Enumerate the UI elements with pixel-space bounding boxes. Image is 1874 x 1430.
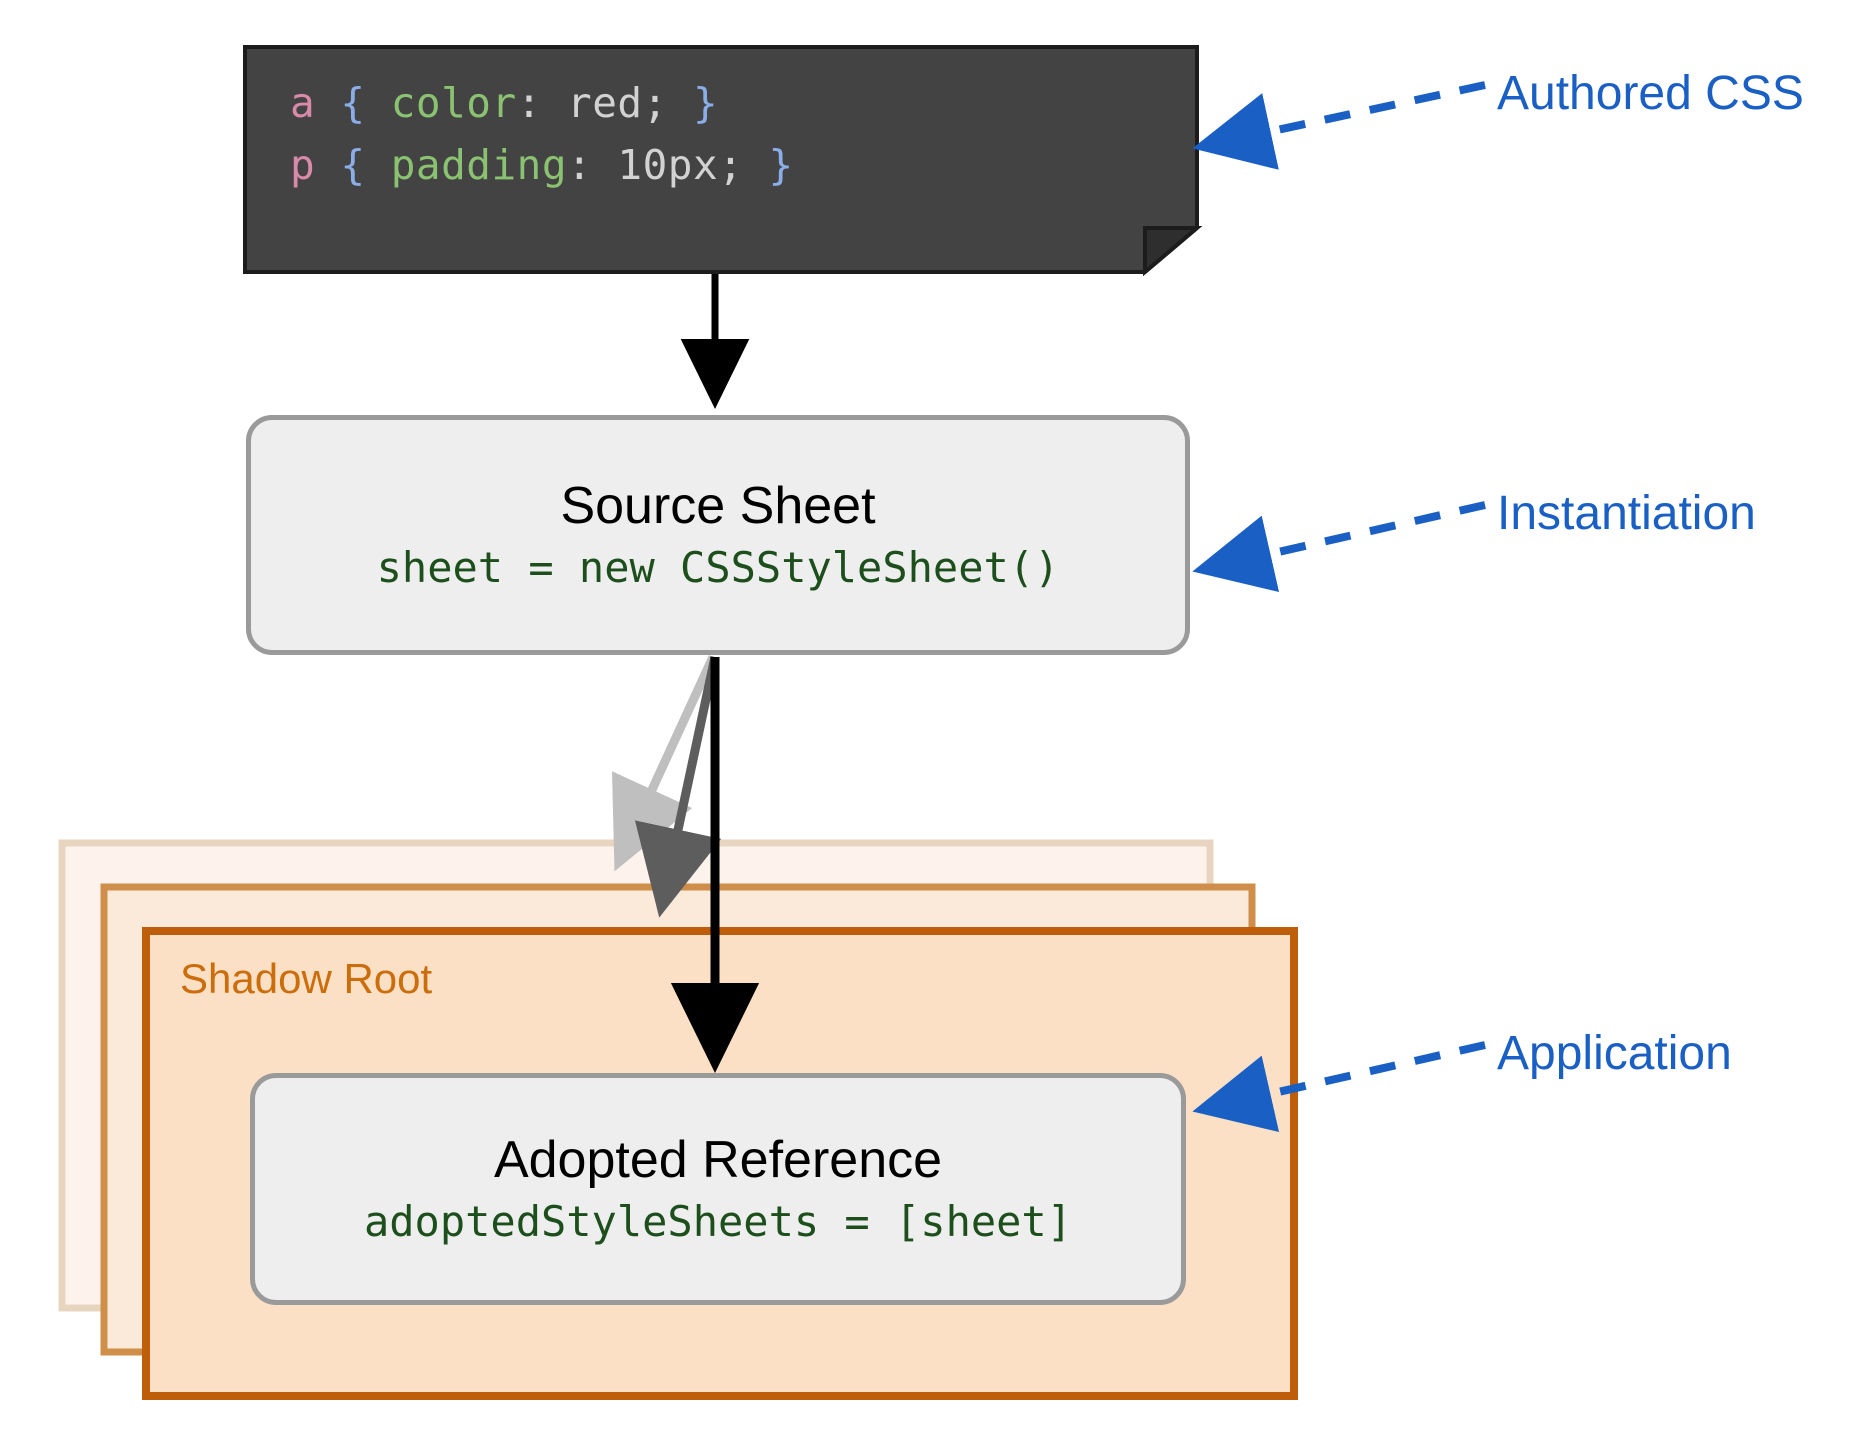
css-open-brace: { [315, 141, 391, 189]
css-property: padding [390, 141, 568, 189]
authored-css-code-text: a { color: red; } p { padding: 10px; } [290, 72, 794, 196]
css-close-brace: } [743, 141, 794, 189]
arrow-source-to-layer-back [611, 655, 718, 872]
annotation-label-instantiation: Instantiation [1497, 487, 1756, 540]
annotation-label-application: Application [1497, 1027, 1732, 1080]
leader-line-instantiation [1192, 501, 1486, 593]
css-value: red; [567, 79, 668, 127]
css-colon: : [567, 141, 618, 189]
css-selector: a [290, 79, 316, 127]
node-adopted-reference-title: Adopted Reference [493, 1130, 943, 1189]
css-property: color [390, 79, 517, 127]
node-adopted-reference: Adopted Reference adoptedStyleSheets = [… [250, 1073, 1186, 1305]
node-source-sheet-title: Source Sheet [560, 476, 876, 535]
css-selector: p [290, 141, 316, 189]
node-adopted-reference-code: adoptedStyleSheets = [sheet] [363, 1196, 1072, 1246]
node-source-sheet: Source Sheet sheet = new CSSStyleSheet() [246, 415, 1190, 655]
annotation-label-authored-css: Authored CSS [1497, 67, 1804, 120]
arrow-source-to-layer-middle [634, 656, 722, 918]
css-colon: : [516, 79, 568, 127]
css-line-1: a { color: red; } [290, 79, 718, 127]
node-source-sheet-code: sheet = new CSSStyleSheet() [376, 542, 1060, 592]
css-value: 10px; [617, 141, 744, 189]
css-close-brace: } [667, 79, 719, 127]
css-line-2: p { padding: 10px; } [290, 141, 794, 189]
css-open-brace: { [315, 79, 391, 127]
shadow-root-label: Shadow Root [180, 955, 433, 1002]
leader-line-application [1192, 1041, 1486, 1133]
leader-line-authored-css [1192, 81, 1486, 170]
